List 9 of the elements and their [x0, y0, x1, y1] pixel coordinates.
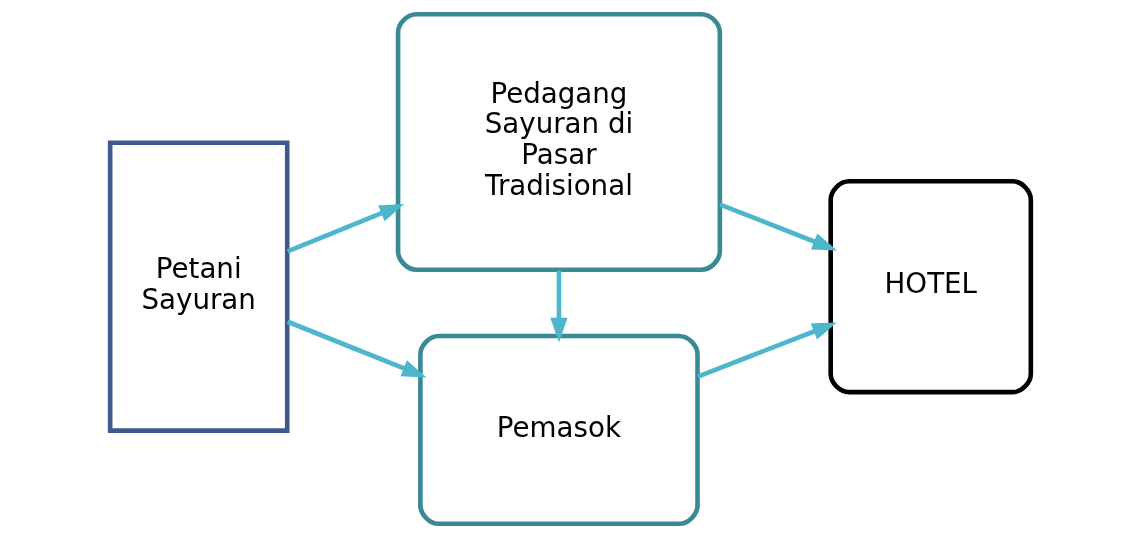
arrow: [286, 204, 404, 254]
node-box: HOTEL: [827, 178, 1033, 395]
node-box: Petani Sayuran: [107, 140, 289, 433]
arrow: [718, 202, 837, 251]
node-box: Pedagang Sayuran di Pasar Tradisional: [395, 11, 722, 273]
arrow: [549, 270, 568, 343]
node-box: Pemasok: [417, 333, 700, 527]
arrow: [286, 319, 427, 378]
arrow: [696, 322, 837, 379]
